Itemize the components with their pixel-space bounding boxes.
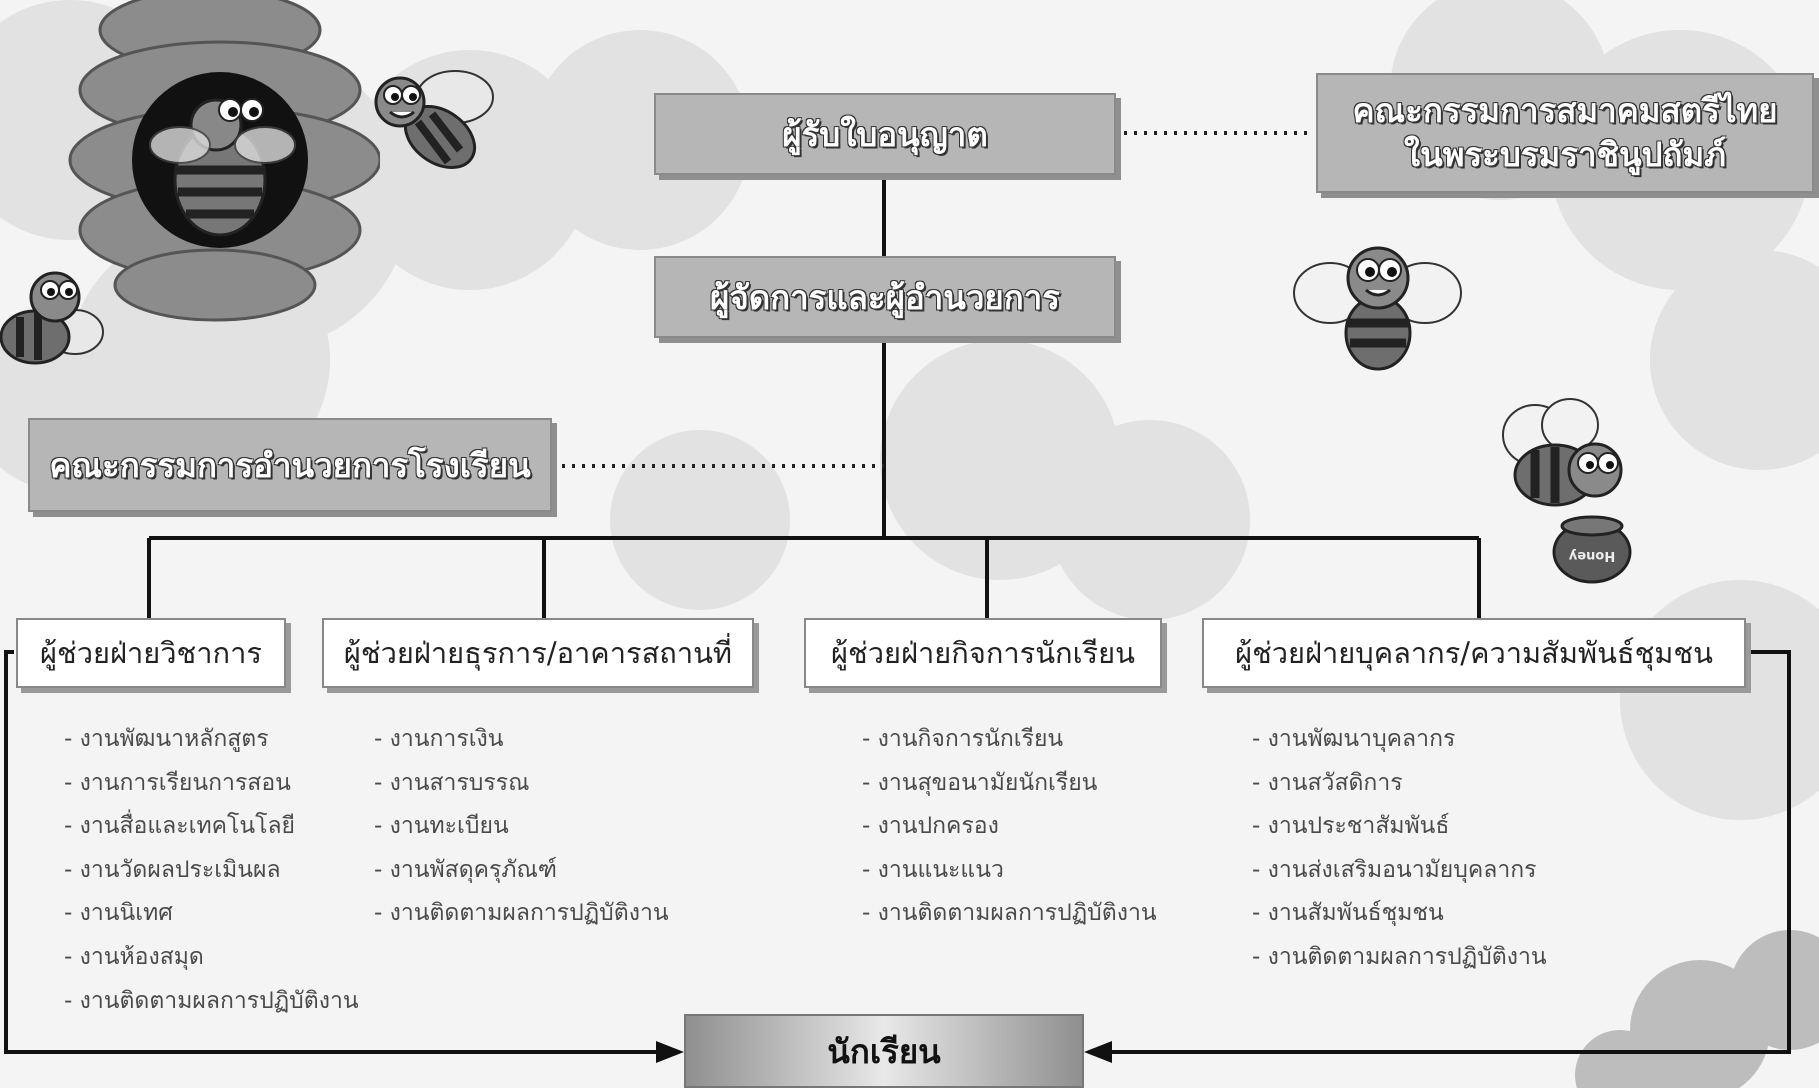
dept-personnel-task-list: งานพัฒนาบุคลากร งานสวัสดิการ งานประชาสัม… [1252,718,1547,980]
dept-admin-title: ผู้ช่วยฝ่ายธุรการ/อาคารสถานที่ [343,636,733,670]
task-item: งานติดตามผลการปฏิบัติงาน [374,892,669,936]
dept-personnel-title: ผู้ช่วยฝ่ายบุคลากร/ความสัมพันธ์ชุมชน [1235,636,1713,670]
school-committee-box: คณะกรรมการอำนวยการโรงเรียน [28,418,552,512]
student-box: นักเรียน [684,1014,1084,1088]
task-item: งานห้องสมุด [64,936,359,980]
dept-admin-task-list: งานการเงิน งานสารบรรณ งานทะเบียน งานพัสด… [374,718,669,936]
bee-icon [0,271,104,365]
bee-icon [374,70,494,169]
manager-director-label: ผู้จัดการและผู้อำนวยการ [710,277,1060,317]
task-item: งานติดตามผลการปฏิบัติงาน [1252,936,1547,980]
task-item: งานติดตามผลการปฏิบัติงาน [64,980,359,1024]
task-item: งานสื่อและเทคโนโลยี [64,805,359,849]
dept-academic-box: ผู้ช่วยฝ่ายวิชาการ [16,618,286,688]
bee-icon [1502,398,1623,507]
bee-icon [1293,246,1462,371]
task-item: งานติดตามผลการปฏิบัติงาน [862,892,1157,936]
task-item: งานสุขอนามัยนักเรียน [862,762,1157,806]
task-item: งานพัฒนาบุคลากร [1252,718,1547,762]
association-committee-line-2: ในพระบรมราชินูปถัมภ์ [1404,135,1726,174]
dept-student-affairs-box: ผู้ช่วยฝ่ายกิจการนักเรียน [804,618,1162,688]
association-committee-line-1: คณะกรรมการสมาคมสตรีไทย [1352,91,1778,130]
honey-pot-label: Honey [1568,548,1615,563]
task-item: งานส่งเสริมอนามัยบุคลากร [1252,849,1547,893]
task-item: งานกิจการนักเรียน [862,718,1157,762]
task-item: งานนิเทศ [64,892,359,936]
task-item: งานการเงิน [374,718,669,762]
beehive-icon [68,0,380,322]
licensee-box: ผู้รับใบอนุญาต [654,93,1116,175]
dept-academic-title: ผู้ช่วยฝ่ายวิชาการ [40,636,262,670]
task-item: งานพัฒนาหลักสูตร [64,718,359,762]
dept-academic-task-list: งานพัฒนาหลักสูตร งานการเรียนการสอน งานสื… [64,718,359,1023]
task-item: งานวัดผลประเมินผล [64,849,359,893]
task-item: งานประชาสัมพันธ์ [1252,805,1547,849]
task-item: งานสารบรรณ [374,762,669,806]
dept-student-affairs-task-list: งานกิจการนักเรียน งานสุขอนามัยนักเรียน ง… [862,718,1157,936]
honey-pot-icon: Honey [1552,515,1632,584]
licensee-label: ผู้รับใบอนุญาต [782,114,988,154]
task-item: งานพัสดุครุภัณฑ์ [374,849,669,893]
task-item: งานแนะแนว [862,849,1157,893]
dept-admin-box: ผู้ช่วยฝ่ายธุรการ/อาคารสถานที่ [322,618,754,688]
task-item: งานสัมพันธ์ชุมชน [1252,892,1547,936]
manager-director-box: ผู้จัดการและผู้อำนวยการ [654,256,1116,338]
school-committee-label: คณะกรรมการอำนวยการโรงเรียน [49,445,531,485]
task-item: งานการเรียนการสอน [64,762,359,806]
student-label: นักเรียน [827,1031,941,1071]
dept-student-affairs-title: ผู้ช่วยฝ่ายกิจการนักเรียน [831,636,1135,670]
task-item: งานทะเบียน [374,805,669,849]
association-committee-box: คณะกรรมการสมาคมสตรีไทย ในพระบรมราชินูปถั… [1316,73,1814,193]
task-item: งานสวัสดิการ [1252,762,1547,806]
dept-personnel-box: ผู้ช่วยฝ่ายบุคลากร/ความสัมพันธ์ชุมชน [1202,618,1746,688]
task-item: งานปกครอง [862,805,1157,849]
